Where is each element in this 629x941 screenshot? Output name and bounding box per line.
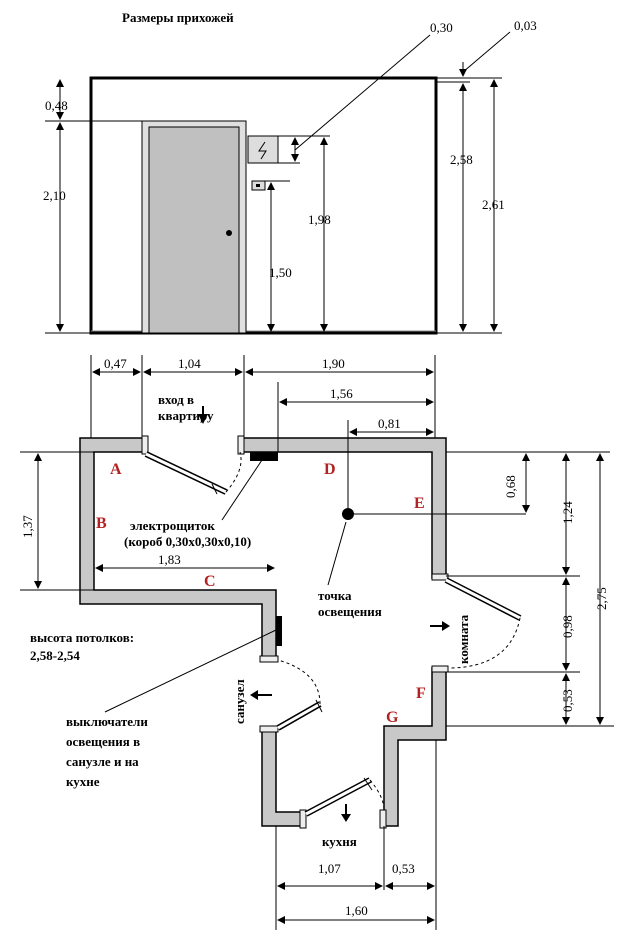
light-label: точка [318, 588, 352, 603]
point-label-f: F [416, 685, 426, 702]
leader-line [294, 34, 431, 151]
point-label-g: G [386, 709, 399, 726]
point-label-d: D [324, 461, 336, 478]
door-bathroom [276, 659, 323, 731]
leader-line [104, 629, 277, 713]
leader-line [327, 521, 347, 586]
switches-label: выключатели [66, 714, 148, 729]
dim-label: 0,68 [503, 475, 518, 498]
point-label-a: A [110, 461, 122, 478]
leader-line [221, 459, 263, 521]
dim-label: 2,58 [450, 152, 473, 167]
dim-label: 1,60 [345, 903, 368, 918]
door-jamb [237, 435, 245, 455]
electrical-panel [247, 135, 279, 164]
point-label-c: C [204, 573, 216, 590]
light-label: освещения [318, 604, 382, 619]
kitchen-label: кухня [322, 834, 357, 849]
dim-label: 1,83 [158, 552, 181, 567]
entrance-label: вход в [158, 392, 194, 407]
room-label: комната [456, 614, 471, 664]
floor-plan: 0,47 1,04 1,90 1,56 0,81 1,83 1,07 0,53 … [20, 355, 614, 930]
dim-label: 0,03 [514, 18, 537, 33]
leader-line [462, 31, 511, 73]
panel-label: электрощиток [130, 518, 215, 533]
arrow-down-icon [198, 414, 208, 424]
door-room [444, 577, 522, 669]
door-jamb [431, 573, 449, 581]
ceiling-label: 2,58-2,54 [30, 648, 80, 663]
wall-right-lower [383, 667, 447, 827]
page-title: Размеры прихожей [122, 10, 234, 25]
dim-label: 1,07 [318, 861, 341, 876]
point-label-b: B [96, 515, 107, 532]
dim-label: 1,56 [330, 386, 353, 401]
dim-label: 1,04 [178, 356, 201, 371]
door-jamb [299, 809, 307, 829]
door-jamb [259, 655, 279, 663]
wall-outline [89, 76, 438, 335]
dim-label: 1,50 [269, 265, 292, 280]
switches-label: освещения в [66, 734, 140, 749]
switches-label: кухне [66, 774, 100, 789]
arrow-down-icon [341, 814, 351, 822]
wall-bathroom-kitchen [261, 727, 303, 827]
arrow-right-icon [442, 621, 450, 631]
electrical-panel [250, 452, 278, 461]
door-entrance [144, 451, 242, 495]
bathroom-label: санузел [232, 679, 247, 724]
entrance-door [148, 126, 240, 334]
dim-label: 0,30 [430, 20, 453, 35]
point-label-e: E [414, 495, 425, 512]
socket-icon [256, 184, 260, 187]
dim-label: 1,90 [322, 356, 345, 371]
dim-label: 1,37 [20, 515, 35, 538]
dim-label: 0,98 [560, 615, 575, 638]
dim-label: 0,53 [392, 861, 415, 876]
dim-label: 1,98 [308, 212, 331, 227]
entrance-label: квартиру [158, 408, 214, 423]
panel-label: (короб 0,30х0,30х0,10) [124, 534, 251, 549]
dim-label: 2,10 [43, 188, 66, 203]
door-jamb [379, 809, 387, 829]
door-knob [226, 230, 232, 236]
dim-label: 2,61 [482, 197, 505, 212]
switches-label: санузле и на [66, 754, 139, 769]
dim-label: 0,47 [104, 356, 127, 371]
dim-label: 2,75 [594, 587, 609, 610]
dim-label: 0,48 [45, 98, 68, 113]
arrow-left-icon [250, 690, 258, 700]
door-jamb [141, 435, 149, 455]
door-jamb [431, 665, 449, 673]
wall-elevation: 0,30 0,03 0,48 2,10 1,98 1,50 2,58 2,61 [43, 18, 537, 335]
dim-label: 0,81 [378, 416, 401, 431]
lightning-icon [258, 141, 267, 160]
door-kitchen [304, 777, 385, 817]
light-switches [276, 616, 282, 646]
dim-label: 0,53 [560, 689, 575, 712]
door-jamb [259, 725, 279, 733]
ceiling-label: высота потолков: [30, 630, 134, 645]
dim-label: 1,24 [560, 501, 575, 524]
